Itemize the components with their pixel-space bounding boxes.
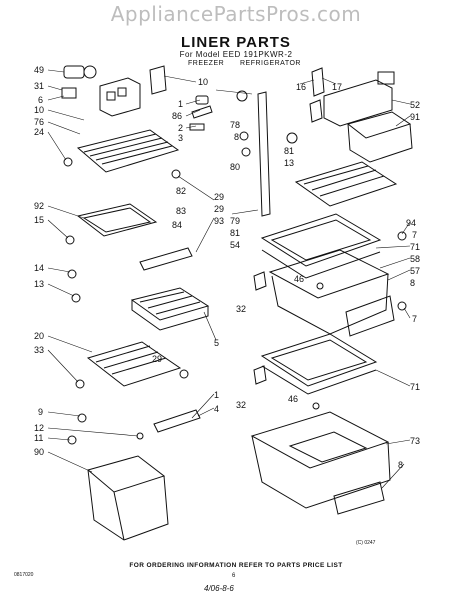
callout-label: 29 bbox=[152, 354, 162, 364]
callout-label: 73 bbox=[410, 436, 420, 446]
part-thermostat bbox=[286, 132, 298, 144]
callout-label: 91 bbox=[410, 112, 420, 122]
callout-label: 16 bbox=[296, 82, 306, 92]
callout-label: 8 bbox=[234, 132, 239, 142]
callout-label: 14 bbox=[34, 263, 44, 273]
callout-label: 17 bbox=[332, 82, 342, 92]
page-title: LINER PARTS bbox=[181, 34, 291, 51]
callout-label: 7 bbox=[412, 230, 417, 240]
page-number: 6 bbox=[232, 573, 236, 579]
callout-label: 76 bbox=[34, 117, 44, 127]
ordering-note: FOR ORDERING INFORMATION REFER TO PARTS … bbox=[129, 562, 343, 569]
callout-label: 92 bbox=[34, 201, 44, 211]
callout-label: 33 bbox=[34, 345, 44, 355]
callout-label: 93 bbox=[214, 216, 224, 226]
part-shelf-support bbox=[65, 235, 193, 303]
callout-label: 1 bbox=[214, 390, 219, 400]
callout-label: 5 bbox=[214, 338, 219, 348]
callout-label: 8 bbox=[410, 278, 415, 288]
callout-label: 3 bbox=[178, 133, 183, 143]
part-light-bulb bbox=[63, 65, 97, 79]
callout-label: 1 bbox=[178, 99, 183, 109]
model-subtitle: For Model EED 191PKWR-2 bbox=[179, 50, 293, 59]
callout-label: 81 bbox=[230, 228, 240, 238]
callout-label: 58 bbox=[410, 254, 420, 264]
callout-label: 84 bbox=[172, 220, 182, 230]
callout-label: 90 bbox=[34, 447, 44, 457]
callout-label: 81 bbox=[284, 146, 294, 156]
callout-label: 6 bbox=[38, 95, 43, 105]
callout-label: 8 bbox=[398, 460, 403, 470]
callout-label: 94 bbox=[406, 218, 416, 228]
watermark: AppliancePartsPros.com bbox=[110, 2, 362, 26]
callout-label: 32 bbox=[236, 400, 246, 410]
callout-label: 20 bbox=[34, 331, 44, 341]
callout-label: 86 bbox=[172, 111, 182, 121]
callout-label: 2 bbox=[178, 123, 183, 133]
part-vertical-rail bbox=[236, 90, 271, 217]
part-ice-cube-tray bbox=[130, 287, 210, 331]
callout-label: 54 bbox=[230, 240, 240, 250]
callout-label: 82 bbox=[176, 186, 186, 196]
refrigerator-section-label: REFRIGERATOR bbox=[240, 60, 301, 67]
callout-label: 4 bbox=[214, 404, 219, 414]
part-ice-tray bbox=[76, 203, 158, 237]
part-control-housing bbox=[99, 77, 141, 117]
part-refrigerator-shelf bbox=[294, 161, 398, 207]
callout-label: 9 bbox=[38, 407, 43, 417]
part-crisper-drawer bbox=[268, 249, 395, 337]
callout-label: 49 bbox=[34, 65, 44, 75]
freezer-section-label: FREEZER bbox=[188, 60, 225, 67]
part-hinge-bracket bbox=[309, 67, 325, 123]
date-code: 4/06-8-6 bbox=[204, 584, 234, 593]
callout-label: 83 bbox=[176, 206, 186, 216]
callout-label: 10 bbox=[198, 77, 208, 87]
part-glass-shelf bbox=[260, 213, 382, 279]
part-freezer-bin bbox=[86, 455, 169, 541]
callout-label: 13 bbox=[34, 279, 44, 289]
callout-label: 12 bbox=[34, 423, 44, 433]
callout-label: 71 bbox=[410, 242, 420, 252]
callout-label: 80 bbox=[230, 162, 240, 172]
callout-label: 32 bbox=[236, 304, 246, 314]
callouts-right: 16 17 52 91 78 8 80 81 13 79 81 54 94 7 … bbox=[230, 82, 420, 470]
part-pan bbox=[250, 411, 391, 509]
part-freezer-shelf bbox=[63, 129, 181, 179]
callout-label: 11 bbox=[34, 433, 43, 443]
callout-label: 15 bbox=[34, 215, 44, 225]
callouts-left: 49 31 6 10 76 24 92 15 14 13 20 33 9 12 … bbox=[34, 65, 44, 457]
callout-label: 29 bbox=[214, 204, 224, 214]
callout-label: 24 bbox=[34, 127, 44, 137]
callout-label: 57 bbox=[410, 266, 420, 276]
callout-label: 13 bbox=[284, 158, 294, 168]
figure-code: (C) 0247 bbox=[356, 540, 376, 546]
corner-code: 0817020 bbox=[14, 572, 34, 578]
callout-label: 79 bbox=[230, 216, 240, 226]
part-support-left bbox=[253, 231, 407, 311]
callout-label: 46 bbox=[288, 394, 298, 404]
part-cover-bracket bbox=[67, 409, 201, 445]
callout-label: 7 bbox=[412, 314, 417, 324]
part-socket bbox=[61, 87, 77, 99]
part-lower-glass-shelf bbox=[253, 333, 378, 410]
callout-label: 78 bbox=[230, 120, 240, 130]
callout-label: 10 bbox=[34, 105, 44, 115]
part-front-cover bbox=[333, 481, 385, 515]
callout-label: 29 bbox=[214, 192, 224, 202]
part-crisper-dish bbox=[346, 111, 413, 163]
callouts-mid: 10 1 86 2 3 82 83 84 29 93 5 29 1 4 29 bbox=[152, 77, 224, 414]
callout-label: 46 bbox=[294, 274, 304, 284]
part-damper bbox=[149, 65, 167, 95]
part-lower-freezer-shelf bbox=[75, 341, 189, 389]
part-knob bbox=[189, 95, 213, 131]
callout-label: 31 bbox=[34, 81, 44, 91]
callout-label: 52 bbox=[410, 100, 420, 110]
callout-label: 71 bbox=[410, 382, 420, 392]
part-control-panel bbox=[323, 71, 395, 127]
leader-lines bbox=[47, 69, 411, 489]
